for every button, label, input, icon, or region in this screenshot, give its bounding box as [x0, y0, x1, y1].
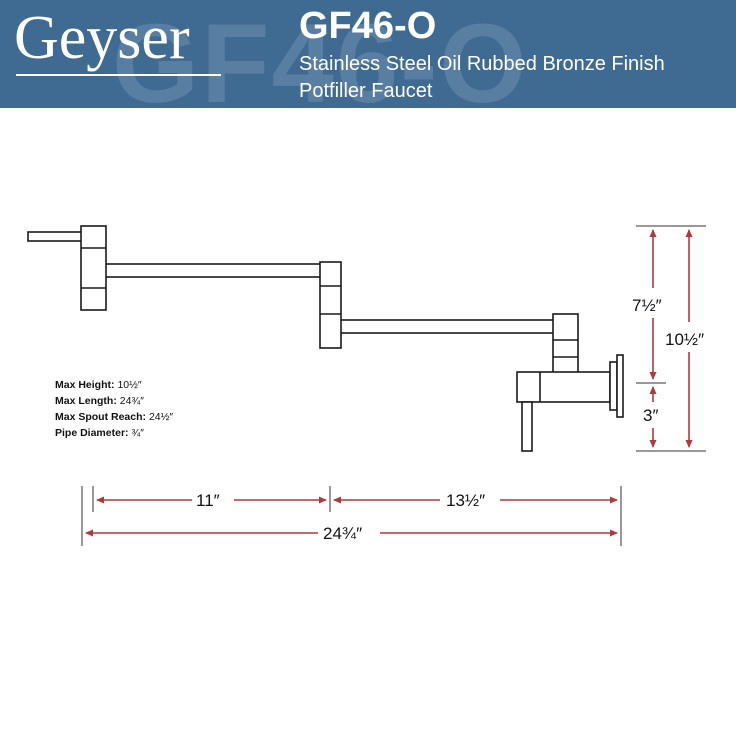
dim-right-length-label: 13½″	[446, 491, 485, 510]
wall-plate	[616, 354, 624, 418]
dim-total-length-label: 24¾″	[323, 524, 362, 543]
model-number: GF46-O	[299, 5, 437, 47]
middle-arm	[339, 319, 555, 334]
wall-flange	[609, 361, 618, 411]
spec-max-height: Max Height: 10½″	[55, 377, 173, 393]
product-subtitle: Stainless Steel Oil Rubbed Bronze Finish…	[299, 51, 665, 105]
front-arm	[104, 263, 322, 278]
spec-value: ¾″	[131, 427, 144, 439]
spec-label: Max Spout Reach:	[55, 411, 147, 423]
dim-lower-height-label: 3″	[643, 406, 658, 425]
middle-joint	[319, 261, 342, 349]
model-watermark: GF46-O	[112, 1, 529, 109]
valve-body	[516, 371, 611, 403]
subtitle-line-2: Potfiller Faucet	[299, 80, 433, 102]
header-banner: GF46-O Geyser GF46-O Stainless Steel Oil…	[0, 0, 736, 108]
spec-label: Max Length:	[55, 395, 117, 407]
spec-max-length: Max Length: 24¾″	[55, 393, 173, 409]
spec-value: 10½″	[117, 379, 142, 391]
spec-value: 24½″	[148, 411, 174, 423]
spec-label: Pipe Diameter:	[55, 427, 129, 439]
spec-pipe-diameter: Pipe Diameter: ¾″	[55, 425, 173, 441]
lever-handle	[521, 401, 533, 452]
spec-value: 24¾″	[119, 395, 144, 407]
dim-upper-height-label: 7½″	[632, 296, 662, 315]
spec-max-spout-reach: Max Spout Reach: 24½″	[55, 409, 173, 425]
subtitle-line-1: Stainless Steel Oil Rubbed Bronze Finish	[299, 53, 665, 75]
vertical-dimensions: 7½″ 10½″ 3″	[632, 225, 706, 452]
spec-list: Max Height: 10½″ Max Length: 24¾″ Max Sp…	[55, 377, 173, 441]
brand-underline	[16, 74, 221, 76]
front-joint	[80, 225, 107, 311]
horizontal-dimensions: 11″ 13½″ 24¾″	[81, 486, 622, 546]
brand-logo: Geyser	[14, 4, 190, 72]
dim-total-height-label: 10½″	[665, 330, 704, 349]
faucet-drawing	[27, 225, 624, 452]
spout-tip	[27, 231, 85, 242]
spec-label: Max Height:	[55, 379, 115, 391]
dim-left-length-label: 11″	[196, 491, 220, 510]
